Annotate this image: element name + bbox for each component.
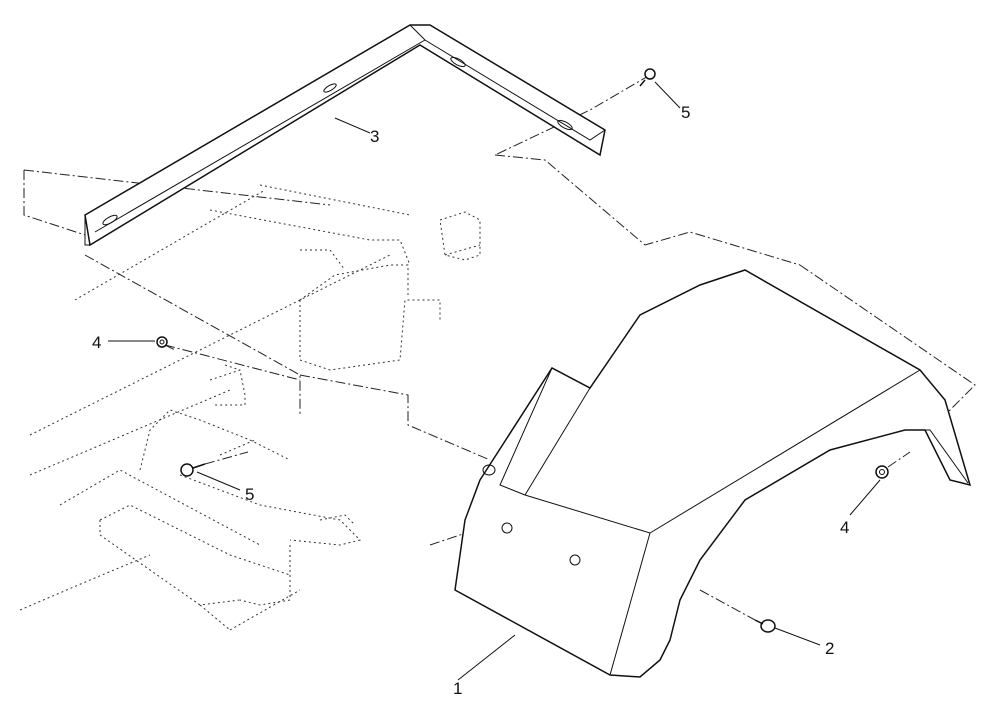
- fender: [454, 269, 972, 678]
- flange-nut-right: [875, 451, 911, 479]
- screw-top: [639, 68, 656, 87]
- screw-left: [180, 451, 249, 477]
- callout-2: 2: [825, 639, 834, 658]
- callout-1: 1: [453, 679, 462, 698]
- callout-4-left: 4: [92, 333, 101, 352]
- carriage-bolt: [699, 589, 776, 633]
- leader-lines: [108, 81, 881, 681]
- mounting-bracket: [84, 24, 606, 247]
- callout-4-right: 4: [840, 518, 849, 537]
- callout-3: 3: [370, 127, 379, 146]
- flange-nut-left: [156, 336, 176, 351]
- callout-5-top: 5: [681, 103, 690, 122]
- hidden-frame-structure: [19, 184, 481, 631]
- callout-5-left: 5: [245, 485, 254, 504]
